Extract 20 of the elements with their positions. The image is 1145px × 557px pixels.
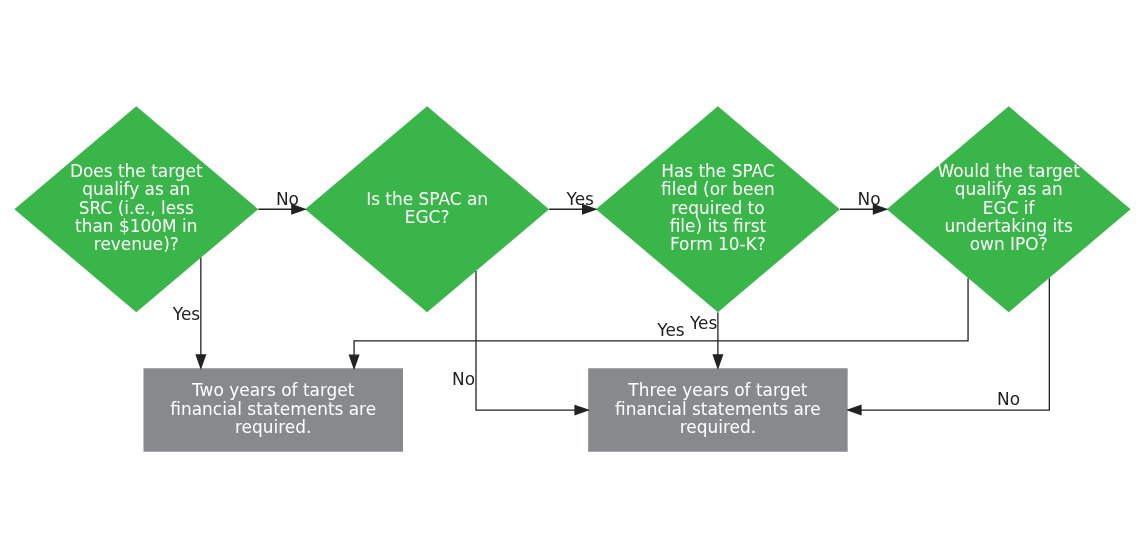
- arrow: [845, 277, 1050, 416]
- arrow: [348, 277, 969, 370]
- edge-label: No: [997, 388, 1021, 409]
- arrow: [195, 256, 207, 370]
- edge-label: Yes: [566, 188, 594, 209]
- node-diamond: Has the SPAC filed (or been required to file) its first Form 10-K?: [595, 105, 840, 312]
- node-diamond: Would the target qualify as an EGC if undertaking its own IPO?: [886, 105, 1131, 312]
- node-box: Three years of target financial statements are required.: [588, 367, 848, 452]
- node-diamond: Is the SPAC an EGC?: [305, 105, 550, 312]
- edge-label: No: [857, 188, 881, 209]
- arrow: [839, 203, 889, 215]
- arrow: [257, 203, 307, 215]
- arrow: [548, 203, 598, 215]
- edge-label: No: [452, 368, 476, 389]
- arrow: [475, 269, 591, 416]
- node-box: Two years of target financial statements are required.: [143, 367, 403, 452]
- edge-label: Yes: [689, 312, 718, 333]
- edge-label: Yes: [657, 319, 685, 340]
- arrow: [712, 311, 724, 370]
- edge-label: No: [275, 188, 300, 209]
